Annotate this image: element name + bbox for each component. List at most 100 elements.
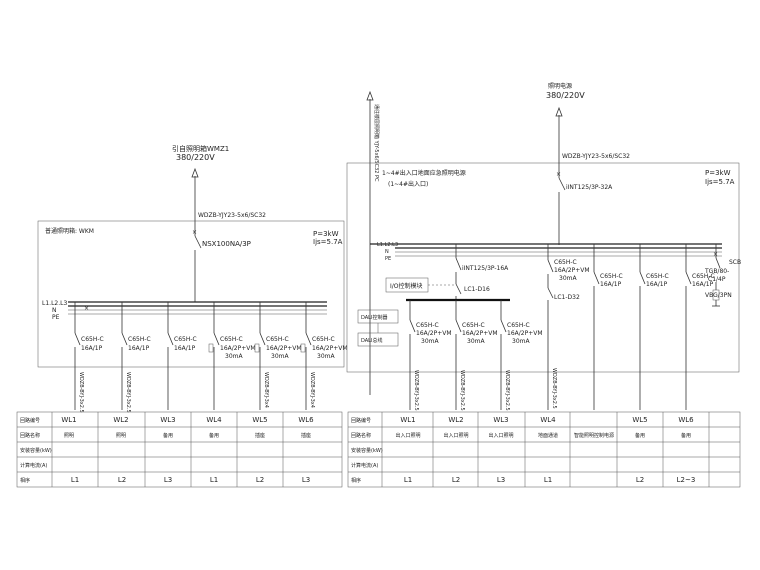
left-bus-n: N (52, 307, 57, 314)
left-phase: L2 (118, 476, 126, 484)
right-phase: L1 (404, 476, 412, 484)
left-row-header: 回路名称 (20, 432, 40, 439)
svg-text:C65H-C: C65H-C (462, 322, 485, 329)
svg-text:C65H-C: C65H-C (646, 273, 669, 280)
right-name: 出入口照明 (443, 432, 468, 439)
svg-text:30mA: 30mA (271, 353, 289, 360)
right-code: WL1 (400, 416, 415, 424)
left-table: 回路编号 回路名称 安装容量(kW) 计算电流(A) 相序 WL1 WL2 WL… (16, 411, 343, 488)
right-name: 备用 (635, 432, 645, 439)
right-row-header: 计算电流(A) (351, 462, 378, 469)
right-name: 备用 (681, 432, 691, 439)
right-note2: (1~4#出入口) (388, 180, 428, 188)
svg-text:LC1-D16: LC1-D16 (464, 286, 490, 293)
right-current: Ijs=5.7A (705, 178, 735, 186)
left-phase: L1 (210, 476, 218, 484)
svg-text:iINT125/3P-16A: iINT125/3P-16A (462, 265, 509, 272)
right-row-header: 安装容量(kW) (351, 447, 383, 454)
right-row-header: 相序 (351, 477, 361, 484)
svg-text:WDZB-BYJ-3x4: WDZB-BYJ-3x4 (263, 372, 269, 408)
svg-text:WDZB-BYJ-3x2.5: WDZB-BYJ-3x2.5 (551, 368, 557, 409)
left-supply-arrow (191, 167, 199, 178)
svg-text:×: × (713, 251, 718, 258)
left-branch: C65H-C 16A/1P WDZB-BYJ-3x2.5 (74, 302, 104, 413)
right-supply-label: 照明电源 (548, 82, 572, 90)
svg-text:C65H-C: C65H-C (312, 336, 335, 343)
left-main-breaker-label: NSX100NA/3P (202, 240, 251, 248)
svg-text:SCB: SCB (729, 259, 741, 266)
left-phase: L1 (71, 476, 79, 484)
svg-text:30mA: 30mA (225, 353, 243, 360)
right-name: 出入口照明 (395, 432, 420, 439)
left-code: WL4 (206, 416, 222, 424)
left-bus-l: L1.L2.L3 (42, 300, 67, 307)
right-main-breaker (558, 177, 566, 191)
right-riser-arrow (366, 90, 374, 101)
right-phase: L2~3 (677, 476, 696, 484)
svg-text:C65H-C: C65H-C (554, 259, 577, 266)
right-table: 回路编号 回路名称 安装容量(kW) 计算电流(A) 相序 WL1 WL2 WL… (347, 411, 741, 488)
svg-text:16A/2P+VM: 16A/2P+VM (507, 330, 543, 337)
right-lower-branch: C65H-C 16A/2P+VM 30mA WDZB-BYJ-3x2.5 (409, 300, 452, 411)
svg-text:WDZB-BYJ-3x2.5: WDZB-BYJ-3x2.5 (504, 370, 510, 411)
svg-text:C65H-C: C65H-C (128, 336, 151, 343)
right-wl4-branch: C65H-C 16A/2P+VM 30mA LC1-D32 WDZB-BYJ-3… (547, 244, 590, 410)
svg-text:30mA: 30mA (559, 275, 577, 282)
left-name: 备用 (163, 432, 173, 439)
left-code: WL2 (113, 416, 128, 424)
left-code: WL5 (252, 416, 267, 424)
left-supply-label: 引自照明箱WMZ1 (172, 144, 229, 153)
right-code: WL4 (540, 416, 556, 424)
svg-text:16A/2P+VM: 16A/2P+VM (266, 345, 302, 352)
svg-text:C65H-C: C65H-C (507, 322, 530, 329)
svg-text:16A/1P: 16A/1P (128, 345, 150, 352)
svg-text:30mA: 30mA (317, 353, 335, 360)
left-branch: C65H-C 16A/1P WDZB-BYJ-3x2.5 (121, 302, 151, 413)
right-phase: L3 (497, 476, 505, 484)
svg-text:16A/1P: 16A/1P (692, 281, 714, 288)
svg-text:C65H-C: C65H-C (81, 336, 104, 343)
svg-text:C65H-C: C65H-C (600, 273, 623, 280)
left-name: 备用 (209, 432, 219, 439)
svg-text:30mA: 30mA (421, 338, 439, 345)
svg-text:16A/1P: 16A/1P (81, 345, 103, 352)
svg-text:16A/1P: 16A/1P (174, 345, 196, 352)
right-lower-branch: C65H-C 16A/2P+VM 30mA WDZB-BYJ-3x2.5 (455, 300, 498, 411)
svg-text:C65H-C: C65H-C (220, 336, 243, 343)
svg-text:C65H-C: C65H-C (266, 336, 289, 343)
svg-text:16A/1P: 16A/1P (646, 281, 668, 288)
left-row-header: 计算电流(A) (20, 462, 47, 469)
svg-text:16A/1P: 16A/1P (600, 281, 622, 288)
right-diagram: 通往楼层照明箱 YJY-5x6/SC32 PC 照明电源 380/220V WD… (346, 82, 741, 488)
right-row-header: 回路编号 (351, 417, 371, 424)
svg-text:16A/2P+VM: 16A/2P+VM (312, 345, 348, 352)
left-code: WL3 (160, 416, 175, 424)
left-name: 插座 (301, 432, 311, 439)
left-name: 照明 (116, 433, 126, 439)
right-code: WL6 (678, 416, 694, 424)
right-phase: L1 (544, 476, 552, 484)
right-supply-voltage: 380/220V (546, 91, 585, 100)
svg-text:×: × (556, 171, 561, 178)
left-row-header: 安装容量(kW) (20, 447, 52, 454)
left-branch: C65H-C 16A/1P (167, 302, 197, 410)
svg-text:30mA: 30mA (467, 338, 485, 345)
svg-text:16A/2P+VM: 16A/2P+VM (220, 345, 256, 352)
left-power: P=3kW (313, 230, 339, 238)
right-name: 智能照明控制电源 (574, 432, 614, 439)
left-phase: L2 (256, 476, 264, 484)
right-power: P=3kW (705, 169, 731, 177)
svg-text:DALI总线: DALI总线 (361, 337, 382, 344)
left-branch: C65H-C 16A/2P+VM 30mA WDZB-BYJ-3x4 (254, 302, 302, 410)
left-diagram: 引自照明箱WMZ1 380/220V WDZB-YJY23-5x6/SC32 普… (16, 144, 348, 488)
left-phase: L3 (302, 476, 310, 484)
svg-text:C65H-C: C65H-C (174, 336, 197, 343)
svg-text:WDZB-BYJ-3x2.5: WDZB-BYJ-3x2.5 (459, 370, 465, 411)
right-breakers: C65H-C 16A/1P C65H-C 16A/1P C65H-C 16A/1… (593, 244, 715, 410)
right-breaker: C65H-C 16A/1P (685, 244, 715, 410)
left-main-breaker (194, 235, 202, 249)
right-breaker: C65H-C 16A/1P (639, 244, 669, 410)
right-code: WL5 (632, 416, 647, 424)
svg-text:×: × (192, 229, 197, 236)
left-row-header: 回路编号 (20, 417, 40, 424)
